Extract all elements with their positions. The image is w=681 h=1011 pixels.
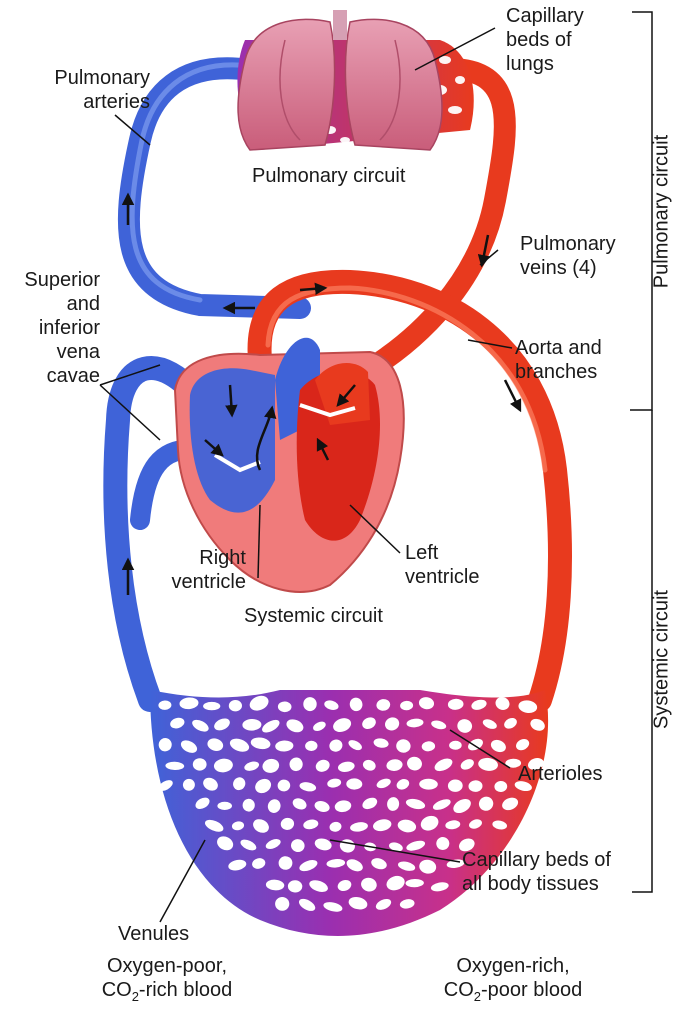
label-right-ventricle: Right ventricle bbox=[140, 546, 246, 594]
label-capillary-body: Capillary beds of all body tissues bbox=[462, 848, 611, 896]
label-capillary-lungs: Capillary beds of lungs bbox=[506, 4, 584, 76]
label-systemic-circuit-center: Systemic circuit bbox=[244, 604, 383, 628]
label-aorta: Aorta and branches bbox=[515, 336, 602, 384]
label-oxygen-rich: Oxygen-rich, CO2-poor blood bbox=[418, 954, 608, 1009]
capillary-hole bbox=[217, 802, 232, 810]
label-left-ventricle: Left ventricle bbox=[405, 541, 479, 589]
label-pulmonary-arteries: Pulmonary arteries bbox=[4, 66, 150, 114]
side-label-systemic: Systemic circuit bbox=[651, 585, 674, 735]
label-arterioles: Arterioles bbox=[518, 762, 602, 786]
label-pulmonary-circuit-center: Pulmonary circuit bbox=[252, 164, 405, 188]
label-oxygen-poor: Oxygen-poor, CO2-rich blood bbox=[72, 954, 262, 1009]
side-label-pulmonary: Pulmonary circuit bbox=[651, 132, 674, 292]
label-venules: Venules bbox=[118, 922, 189, 946]
label-pulmonary-veins: Pulmonary veins (4) bbox=[520, 232, 616, 280]
side-brackets bbox=[630, 12, 652, 892]
capillary-hole bbox=[193, 758, 207, 770]
label-vena-cavae: Superior and inferior vena cavae bbox=[4, 268, 100, 388]
capillary-hole bbox=[203, 702, 220, 710]
